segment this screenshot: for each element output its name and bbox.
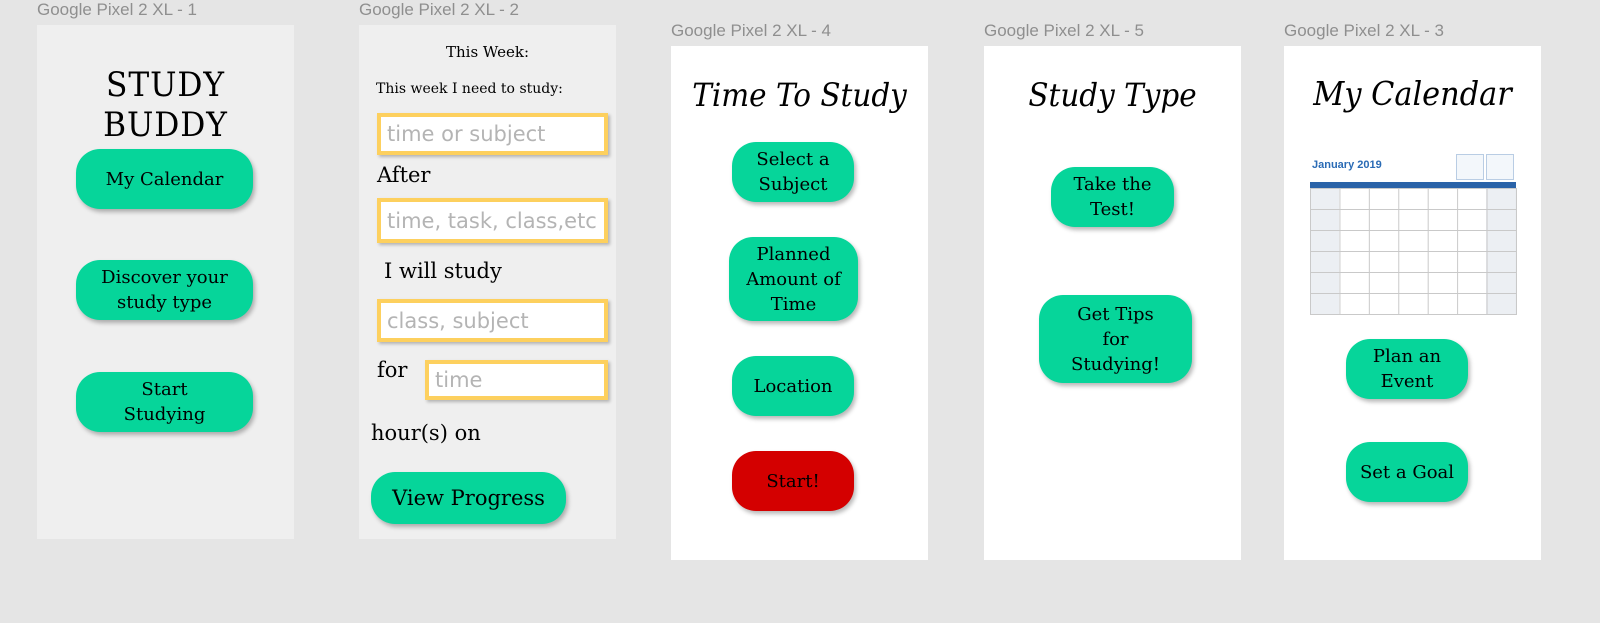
frame-label-3: Google Pixel 2 XL - 3 [1284,21,1445,40]
planned-amount-of-time-button[interactable]: Planned Amount of Time [729,237,858,321]
time-or-subject-input[interactable] [377,113,608,155]
calendar-image: January 2019 [1310,154,1517,315]
time-input[interactable] [425,360,608,400]
take-the-test-button[interactable]: Take the Test! [1051,167,1174,227]
get-tips-for-studying-button[interactable]: Get Tips for Studying! [1039,295,1192,383]
time-to-study-title: Time To Study [692,76,907,114]
view-progress-button[interactable]: View Progress [371,472,566,524]
location-button[interactable]: Location [732,356,854,416]
frame-pixel-4: Time To Study Select a Subject Planned A… [671,46,928,560]
frame-pixel-2: This Week: This week I need to study: Af… [359,25,616,539]
plan-an-event-button[interactable]: Plan an Event [1346,339,1468,399]
hours-on-label: hour(s) on [371,421,481,445]
this-week-heading: This Week: [445,43,530,61]
i-will-study-label: I will study [384,259,502,283]
mini-calendar-next [1486,154,1514,180]
study-intro-text: This week I need to study: [376,81,563,97]
frame-label-4: Google Pixel 2 XL - 4 [671,21,832,40]
frame-label-2: Google Pixel 2 XL - 2 [359,0,520,19]
my-calendar-title: My Calendar [1313,74,1512,113]
for-label: for [377,358,408,382]
frame-pixel-1: STUDY BUDDY My Calendar Discover your st… [37,25,294,539]
frame-pixel-5: Study Type Take the Test! Get Tips for S… [984,46,1241,560]
after-label: After [377,163,431,187]
calendar-month-label: January 2019 [1312,159,1382,171]
time-task-class-input[interactable] [377,198,608,243]
mini-calendar-prev [1456,154,1484,180]
calendar-grid [1310,188,1517,315]
class-subject-input[interactable] [377,299,608,342]
app-title: STUDY BUDDY [103,65,228,145]
start-studying-button[interactable]: Start Studying [76,372,253,432]
frame-label-5: Google Pixel 2 XL - 5 [984,21,1145,40]
frame-label-1: Google Pixel 2 XL - 1 [37,0,198,19]
set-a-goal-button[interactable]: Set a Goal [1346,442,1468,502]
start-button[interactable]: Start! [732,451,854,511]
calendar-weekday-header [1310,182,1516,188]
select-subject-button[interactable]: Select a Subject [732,142,854,202]
discover-study-type-button[interactable]: Discover your study type [76,260,253,320]
frame-pixel-3: My Calendar January 2019 Plan an Event S… [1284,46,1541,560]
my-calendar-button[interactable]: My Calendar [76,149,253,209]
study-type-title: Study Type [1028,76,1197,114]
